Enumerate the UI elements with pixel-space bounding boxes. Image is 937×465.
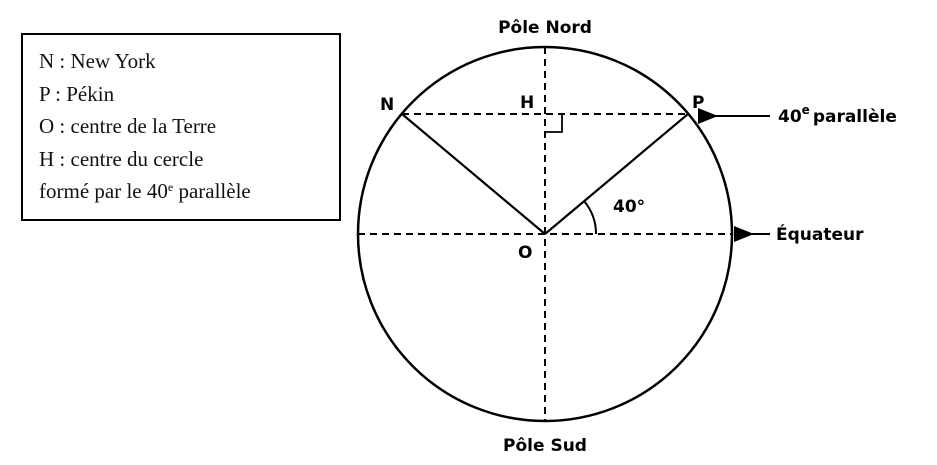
segment-op: [544, 113, 689, 235]
legend-h-continued: formé par le 40e parallèle: [39, 175, 339, 208]
legend-p: P : Pékin: [39, 81, 115, 106]
south-pole-label: Pôle Sud: [503, 436, 587, 456]
right-angle-mark: [545, 115, 563, 133]
legend-h2-pre: formé par le 40: [39, 179, 168, 203]
legend-box: N : New York P : Pékin O : centre de la …: [21, 33, 341, 221]
parallel-label-num: 40: [778, 107, 802, 127]
point-h-label: H: [520, 93, 534, 113]
angle-label: 40°: [613, 197, 645, 217]
parallel-label-text: parallèle: [813, 107, 897, 127]
legend-h2-sup: e: [167, 180, 174, 194]
angle-arc: [583, 200, 598, 235]
legend-o: O : centre de la Terre: [39, 114, 217, 138]
equator-label: Équateur: [776, 223, 864, 245]
parallel-label-sup: e: [802, 103, 810, 117]
point-o-label: O: [518, 243, 532, 263]
legend-n: N : New York: [39, 49, 156, 73]
legend-h: H : centre du cercle: [39, 146, 204, 171]
north-pole-label: Pôle Nord: [498, 18, 592, 38]
point-n-label: N: [380, 95, 394, 115]
segment-on: [401, 113, 546, 235]
legend-h2-post: parallèle: [173, 179, 251, 203]
point-p-label: P: [692, 93, 704, 113]
